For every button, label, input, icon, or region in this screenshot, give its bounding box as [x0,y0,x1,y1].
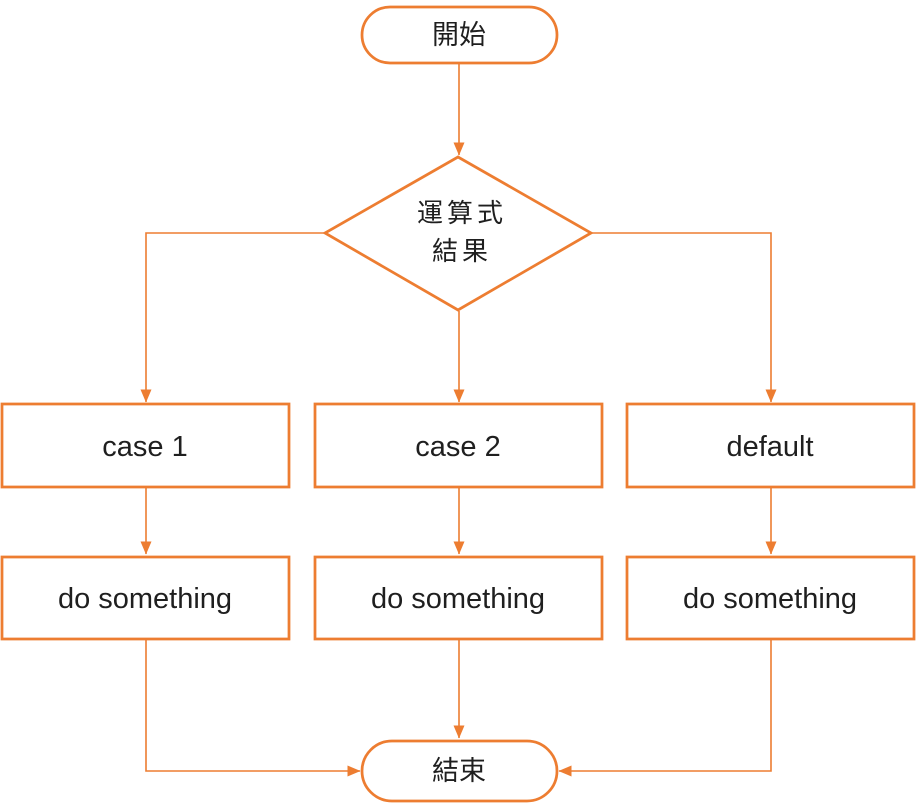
action2-label: do something [371,583,545,615]
action2-node [313,555,604,641]
start-label: 開始 [432,20,486,50]
connector-action1-to-end [145,640,361,777]
end-node [360,739,559,803]
action1-label: do something [58,583,232,615]
start-node [360,5,559,65]
connector-decision-to-case1 [140,232,324,403]
default-label: default [726,431,813,463]
case2-label: case 2 [415,431,500,463]
end-label: 結束 [432,756,486,786]
default-node [625,402,916,489]
connector-decision-to-default [592,232,777,403]
action3-label: do something [683,583,857,615]
connector-action3-to-end [558,640,772,777]
case1-label: case 1 [102,431,187,463]
connectors [140,63,777,777]
decision-label-line2: 結果 [432,236,492,266]
decision-label-line1: 運算式 [417,198,507,228]
case1-node [0,402,291,489]
decision-node [322,155,594,312]
case2-node [313,402,604,489]
action3-node [625,555,916,641]
action1-node [0,555,291,641]
